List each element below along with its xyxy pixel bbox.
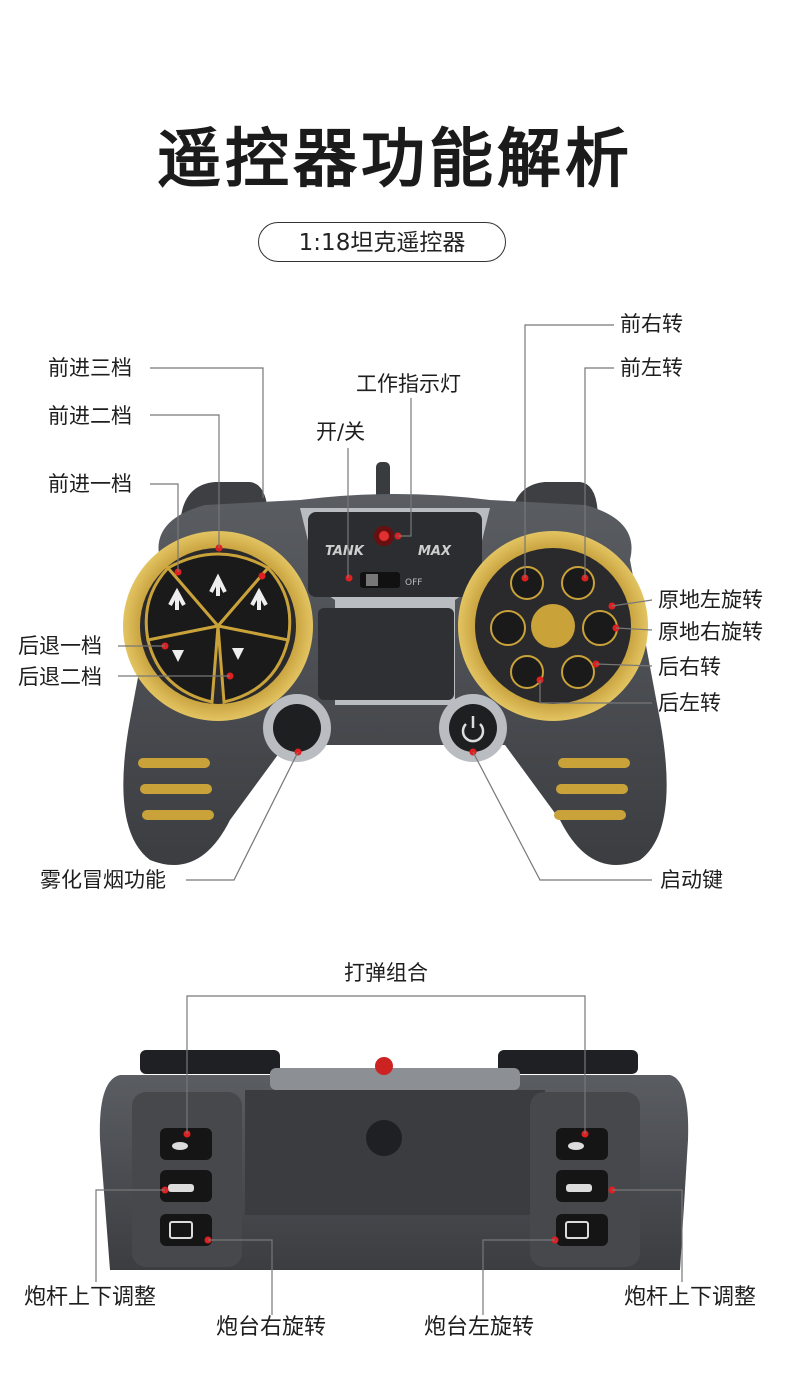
label-rear-right: 后右转 bbox=[658, 655, 721, 679]
leader-lines-top bbox=[118, 324, 653, 881]
page-title: 遥控器功能解析 bbox=[157, 123, 633, 197]
controller-front-view: TANK MAX OFF bbox=[123, 462, 667, 865]
arrow-down-icon bbox=[232, 648, 244, 660]
arrow-up-icon bbox=[250, 587, 268, 610]
logo-right-text: MAX bbox=[418, 544, 452, 559]
power-icon bbox=[461, 716, 485, 743]
label-fire-combo: 打弹组合 bbox=[344, 961, 428, 985]
label-reverse2: 后退二档 bbox=[18, 665, 102, 689]
label-forward2: 前进二档 bbox=[48, 404, 132, 428]
label-forward3: 前进三档 bbox=[48, 356, 132, 380]
front-right-turn-button[interactable] bbox=[561, 566, 595, 600]
reverse2-button[interactable] bbox=[216, 624, 290, 704]
subtitle-badge: 1:18坦克遥控器 bbox=[258, 222, 506, 262]
back-knob bbox=[366, 1120, 402, 1156]
indicator-led-icon bbox=[375, 1057, 393, 1075]
arrow-up-icon bbox=[209, 573, 227, 596]
arrow-up-icon bbox=[168, 587, 186, 610]
label-turret-left: 炮台左旋转 bbox=[424, 1315, 535, 1340]
label-barrel-right: 炮杆上下调整 bbox=[624, 1285, 757, 1310]
turret-right-button[interactable] bbox=[160, 1214, 212, 1246]
spin-right-button[interactable] bbox=[582, 610, 618, 646]
label-front-right: 前右转 bbox=[620, 312, 683, 336]
left-grip-stripes bbox=[138, 758, 214, 820]
rear-left-turn-button[interactable] bbox=[510, 655, 544, 689]
switch-off-text: OFF bbox=[405, 578, 422, 588]
controller-back-view bbox=[95, 995, 689, 1315]
front-left-turn-button[interactable] bbox=[510, 566, 544, 600]
smoke-button[interactable] bbox=[273, 704, 321, 752]
label-turret-right: 炮台右旋转 bbox=[216, 1315, 327, 1340]
label-indicator: 工作指示灯 bbox=[356, 372, 461, 396]
right-grip-stripes bbox=[554, 758, 630, 820]
rear-right-turn-button[interactable] bbox=[561, 655, 595, 689]
label-smoke: 雾化冒烟功能 bbox=[40, 868, 166, 892]
label-barrel-left: 炮杆上下调整 bbox=[24, 1285, 157, 1310]
spin-left-button[interactable] bbox=[490, 610, 526, 646]
bottom-display-panel bbox=[318, 608, 454, 700]
right-center-knob bbox=[531, 604, 575, 648]
label-start: 启动键 bbox=[660, 868, 723, 892]
logo-left-text: TANK bbox=[325, 544, 365, 559]
label-power: 开/关 bbox=[316, 420, 366, 444]
leader-lines-bottom bbox=[95, 995, 683, 1315]
label-front-left: 前左转 bbox=[620, 356, 683, 380]
turret-left-button[interactable] bbox=[556, 1214, 608, 1246]
label-reverse1: 后退一档 bbox=[18, 634, 102, 658]
arrow-down-icon bbox=[172, 650, 184, 662]
label-spin-right: 原地右旋转 bbox=[658, 620, 763, 644]
label-forward1: 前进一档 bbox=[48, 472, 132, 496]
label-spin-left: 原地左旋转 bbox=[658, 588, 763, 612]
label-rear-left: 后左转 bbox=[658, 691, 721, 715]
tank-icons bbox=[168, 1142, 592, 1239]
